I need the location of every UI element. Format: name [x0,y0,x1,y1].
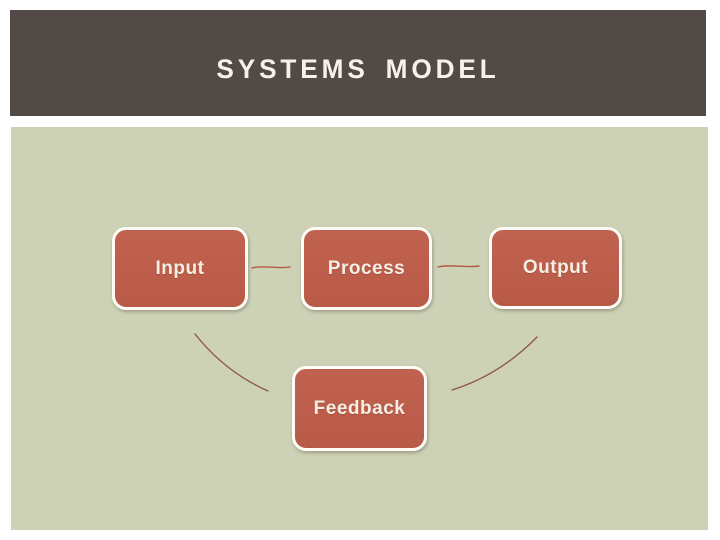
node-process-label: Process [327,257,406,279]
slide-title: SYSTEMS MODEL [216,53,500,84]
diagram-canvas [11,127,708,530]
node-input-label: Input [155,257,205,279]
node-output[interactable]: Output [489,227,622,309]
node-feedback[interactable]: Feedback [292,366,427,451]
node-output-label: Output [522,257,589,278]
title-bar: SYSTEMS MODEL [10,10,706,116]
node-process[interactable]: Process [301,227,432,310]
node-feedback-label: Feedback [313,397,406,419]
node-input[interactable]: Input [112,227,248,310]
